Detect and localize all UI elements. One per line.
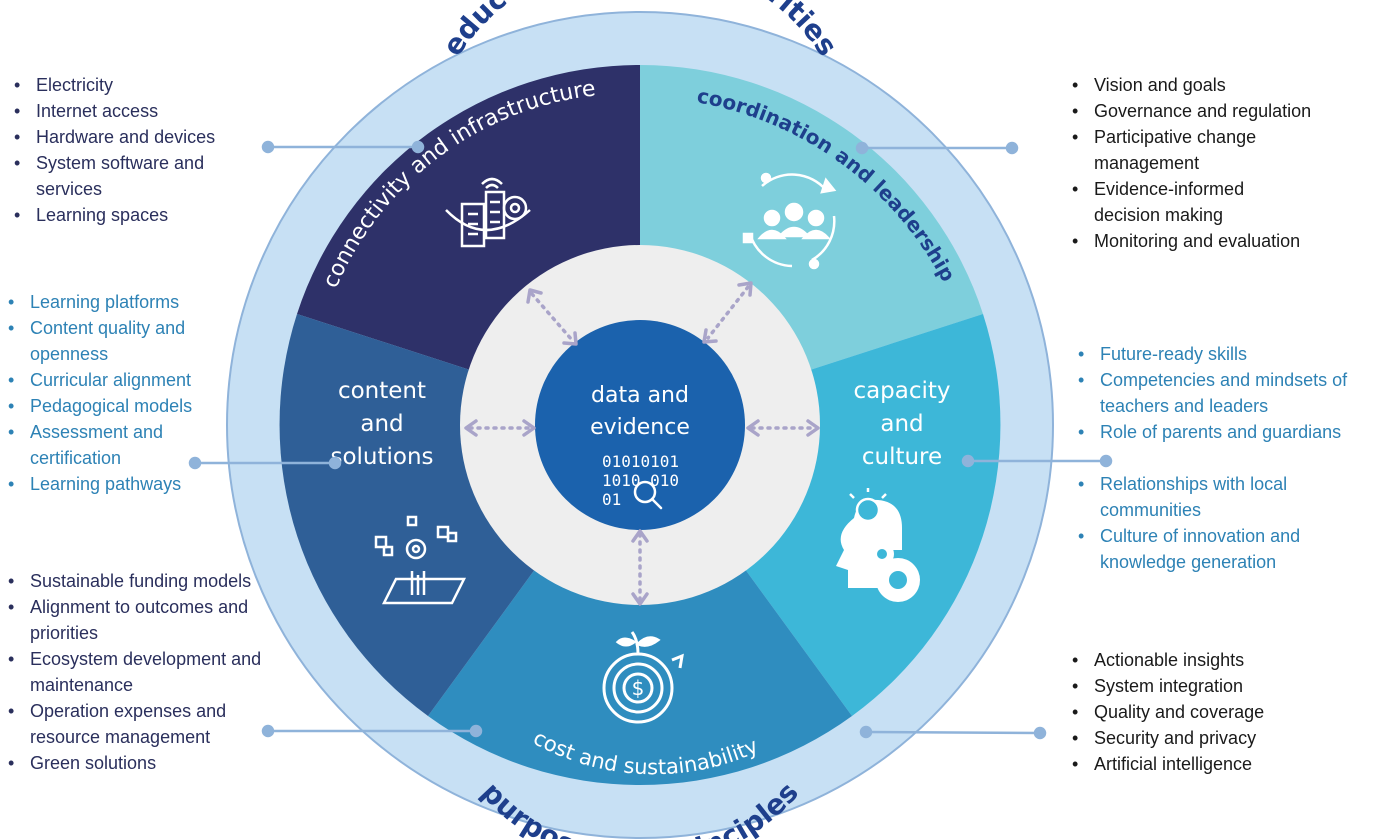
magnifier-icon [633, 480, 663, 510]
list-mid-right: Future-ready skills Competencies and min… [1072, 341, 1372, 575]
arrow-connectivity [530, 292, 574, 342]
list-item: Learning spaces [8, 202, 248, 228]
list-mid-left: Learning platforms Content quality and o… [2, 289, 227, 497]
list-item: Artificial intelligence [1066, 751, 1326, 777]
digital-content-icon [374, 515, 467, 605]
center-title-line-1: data and [591, 383, 689, 408]
segment-label-capacity: capacity and culture [853, 378, 950, 470]
list-item: Internet access [8, 98, 248, 124]
list-item: Learning pathways [2, 471, 227, 497]
list-item: Monitoring and evaluation [1066, 228, 1356, 254]
list-item: Hardware and devices [8, 124, 248, 150]
content-line-3: solutions [330, 444, 433, 470]
smart-city-icon [445, 177, 531, 248]
binary-line-1: 01010101 [602, 452, 679, 471]
binary-data-icon: 01010101 1010 010 01 [602, 452, 679, 509]
list-item: Operation expenses and resource manageme… [2, 698, 262, 750]
list-item: Governance and regulation [1066, 98, 1356, 124]
list-item: Pedagogical models [2, 393, 227, 419]
list-item: Alignment to outcomes and priorities [2, 594, 262, 646]
content-line-1: content [338, 378, 426, 404]
center-label: data and evidence [590, 383, 690, 440]
head-lightbulb-gears-icon [836, 488, 920, 602]
list-item: Quality and coverage [1066, 699, 1326, 725]
list-item: Actionable insights [1066, 647, 1326, 673]
list-item: System software and services [8, 150, 248, 202]
connectors [188, 140, 1113, 740]
capacity-line-1: capacity [853, 378, 950, 404]
list-item: Sustainable funding models [2, 568, 262, 594]
list-item: Participative change management [1066, 124, 1284, 176]
arrow-heads [464, 281, 820, 606]
capacity-line-2: and [880, 411, 923, 437]
list-item: Ecosystem development and maintenance [2, 646, 262, 698]
list-item: Competencies and mindsets of teachers an… [1072, 367, 1360, 419]
list-item: Electricity [8, 72, 248, 98]
list-item: Future-ready skills [1072, 341, 1372, 367]
binary-line-2: 1010 010 [602, 471, 679, 490]
list-bottom-left: Sustainable funding models Alignment to … [2, 568, 262, 776]
list-item: Assessment and certification [2, 419, 227, 471]
list-top-left: Electricity Internet access Hardware and… [8, 72, 248, 228]
list-item: Learning platforms [2, 289, 227, 315]
list-item: Role of parents and guardians [1072, 419, 1372, 445]
list-item: Relationships with local communities [1072, 471, 1340, 523]
list-item: Evidence-informed decision making [1066, 176, 1284, 228]
list-item: Security and privacy [1066, 725, 1326, 751]
list-item: Curricular alignment [2, 367, 227, 393]
segment-label-content: content and solutions [330, 378, 433, 470]
arrows [468, 285, 816, 602]
list-item: Vision and goals [1066, 72, 1356, 98]
list-spacer [1072, 445, 1372, 471]
list-item: Content quality and openness [2, 315, 227, 367]
arrow-coordination [706, 285, 750, 340]
center-circle [535, 320, 745, 530]
money-growth-icon: $ [602, 631, 684, 724]
list-item: Culture of innovation and knowledge gene… [1072, 523, 1340, 575]
svg-text:$: $ [632, 676, 645, 700]
binary-line-3: 01 [602, 490, 621, 509]
team-cycle-icon [742, 172, 837, 270]
list-top-right: Vision and goals Governance and regulati… [1066, 72, 1356, 254]
list-item: Green solutions [2, 750, 262, 776]
content-line-2: and [360, 411, 403, 437]
center-title-line-2: evidence [590, 415, 690, 440]
capacity-line-3: culture [862, 444, 942, 470]
list-bottom-right: Actionable insights System integration Q… [1066, 647, 1326, 777]
list-item: System integration [1066, 673, 1326, 699]
